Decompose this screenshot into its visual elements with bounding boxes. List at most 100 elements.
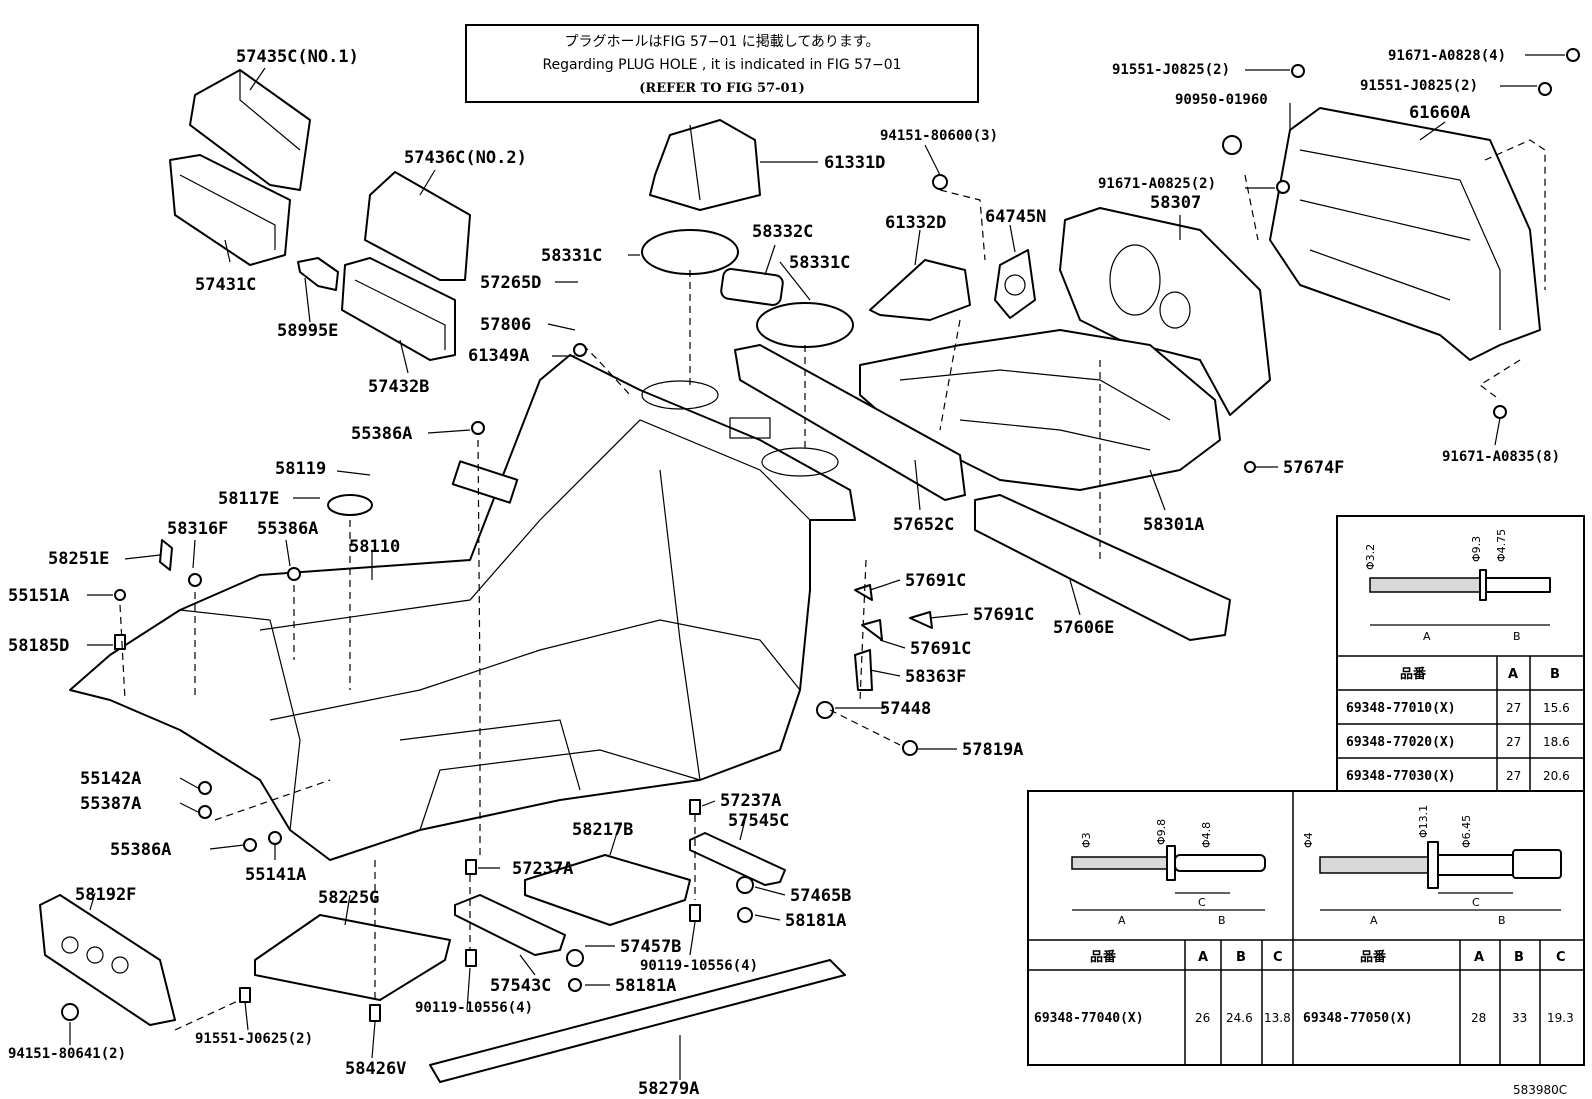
label-64745n[interactable]: 64745N <box>985 207 1046 227</box>
label-57432b[interactable]: 57432B <box>368 377 429 397</box>
t1-row1-b: 15.6 <box>1543 701 1570 715</box>
t2-left-part: 69348-77040(X) <box>1034 1011 1144 1026</box>
dim-a-3: A <box>1370 914 1378 927</box>
label-57691c-a[interactable]: 57691C <box>905 571 966 591</box>
label-55386a-a[interactable]: 55386A <box>351 424 412 444</box>
t1-header-part: 品番 <box>1400 666 1427 682</box>
label-55142a[interactable]: 55142A <box>80 769 141 789</box>
note-line-3: (REFER TO FIG 57-01) <box>639 81 805 96</box>
label-57606e[interactable]: 57606E <box>1053 618 1114 638</box>
label-58251e[interactable]: 58251E <box>48 549 109 569</box>
label-57436c[interactable]: 57436C(NO.2) <box>404 148 527 168</box>
label-57265d[interactable]: 57265D <box>480 273 541 293</box>
label-61332d[interactable]: 61332D <box>885 213 946 233</box>
label-91551-j0825-a[interactable]: 91551-J0825(2) <box>1112 62 1230 78</box>
label-55387a[interactable]: 55387A <box>80 794 141 814</box>
label-91671-a0828[interactable]: 91671-A0828(4) <box>1388 48 1506 64</box>
dim-a-1: A <box>1423 630 1431 643</box>
figure-code: 583980C <box>1513 1083 1567 1097</box>
dim-c-2: C <box>1198 896 1206 909</box>
label-57674f[interactable]: 57674F <box>1283 458 1344 478</box>
label-58181a-b[interactable]: 58181A <box>615 976 676 996</box>
label-58363f[interactable]: 58363F <box>905 667 966 687</box>
label-57435c[interactable]: 57435C(NO.1) <box>236 47 359 67</box>
t2-left-header-c: C <box>1273 950 1283 965</box>
label-55386a-b[interactable]: 55386A <box>257 519 318 539</box>
label-58225g[interactable]: 58225G <box>318 888 379 908</box>
part-57432b-drawing <box>341 257 456 361</box>
label-58119[interactable]: 58119 <box>275 459 326 479</box>
label-58316f[interactable]: 58316F <box>167 519 228 539</box>
label-57819a[interactable]: 57819A <box>962 740 1023 760</box>
t2-right-a: 28 <box>1471 1011 1486 1025</box>
label-61331d[interactable]: 61331D <box>824 153 885 173</box>
t2-left-a: 26 <box>1195 1011 1210 1025</box>
part-64745n-drawing <box>994 249 1036 319</box>
gasket-drawings <box>641 229 854 348</box>
part-58279a-drawing <box>429 959 846 1083</box>
label-57457b[interactable]: 57457B <box>620 937 681 957</box>
part-58217b-drawing <box>524 854 691 926</box>
label-58426v[interactable]: 58426V <box>345 1059 406 1079</box>
label-94151-80641[interactable]: 94151-80641(2) <box>8 1046 126 1062</box>
label-91551-j0825-b[interactable]: 91551-J0825(2) <box>1360 78 1478 94</box>
t1-header-a: A <box>1508 667 1518 682</box>
label-57448[interactable]: 57448 <box>880 699 931 719</box>
label-57806[interactable]: 57806 <box>480 315 531 335</box>
label-57691c-b[interactable]: 57691C <box>973 605 1034 625</box>
note-line-1: プラグホールはFIG 57−01 に掲載してあります。 <box>564 34 879 50</box>
label-57465b[interactable]: 57465B <box>790 886 851 906</box>
label-55151a[interactable]: 55151A <box>8 586 69 606</box>
dim-phi4: Φ4 <box>1302 832 1315 848</box>
dim-b-2: B <box>1218 914 1226 927</box>
label-58307[interactable]: 58307 <box>1150 193 1201 213</box>
label-58185d[interactable]: 58185D <box>8 636 69 656</box>
t2-right-header-b: B <box>1514 950 1524 965</box>
part-61660a-drawing <box>1222 107 1541 361</box>
label-57431c[interactable]: 57431C <box>195 275 256 295</box>
label-55386a-c[interactable]: 55386A <box>110 840 171 860</box>
label-57543c[interactable]: 57543C <box>490 976 551 996</box>
label-58331c-b[interactable]: 58331C <box>789 253 850 273</box>
label-57237a-a[interactable]: 57237A <box>720 791 781 811</box>
label-91671-a0825[interactable]: 91671-A0825(2) <box>1098 176 1216 192</box>
label-91551-j0625[interactable]: 91551-J0625(2) <box>195 1031 313 1047</box>
label-57652c[interactable]: 57652C <box>893 515 954 535</box>
label-58217b[interactable]: 58217B <box>572 820 633 840</box>
label-58279a[interactable]: 58279A <box>638 1079 699 1099</box>
label-55141a[interactable]: 55141A <box>245 865 306 885</box>
label-61349a[interactable]: 61349A <box>468 346 529 366</box>
label-58181a-a[interactable]: 58181A <box>785 911 846 931</box>
plug-hole-note: プラグホールはFIG 57−01 に掲載してあります。 Regarding PL… <box>465 24 979 103</box>
fastener-drawings <box>61 48 1580 1022</box>
label-58110[interactable]: 58110 <box>349 537 400 557</box>
t2-left-header-b: B <box>1236 950 1246 965</box>
label-57237a-b[interactable]: 57237A <box>512 859 573 879</box>
part-61331d-drawing <box>649 119 761 211</box>
label-90119-10556-a[interactable]: 90119-10556(4) <box>640 958 758 974</box>
dim-c-3: C <box>1472 896 1480 909</box>
t1-row2-b: 18.6 <box>1543 735 1570 749</box>
label-61660a[interactable]: 61660A <box>1409 103 1470 123</box>
dim-phi3: Φ3 <box>1080 832 1093 848</box>
label-57691c-c[interactable]: 57691C <box>910 639 971 659</box>
part-57436c-drawing <box>364 171 471 281</box>
label-58332c[interactable]: 58332C <box>752 222 813 242</box>
label-58995e[interactable]: 58995E <box>277 321 338 341</box>
label-91671-a0835[interactable]: 91671-A0835(8) <box>1442 449 1560 465</box>
label-58192f[interactable]: 58192F <box>75 885 136 905</box>
label-58117e[interactable]: 58117E <box>218 489 279 509</box>
t2-right-header-a: A <box>1474 950 1484 965</box>
label-90950-01960[interactable]: 90950-01960 <box>1175 92 1268 108</box>
note-line-2: Regarding PLUG HOLE , it is indicated in… <box>542 57 901 73</box>
assembly-lines <box>119 139 1546 1031</box>
part-57606e-drawing <box>974 494 1231 641</box>
t1-row1-a: 27 <box>1506 701 1521 715</box>
part-58995e-drawing <box>297 257 339 291</box>
part-58110-floor-pan-drawing <box>69 354 856 861</box>
label-90119-10556-b[interactable]: 90119-10556(4) <box>415 1000 533 1016</box>
label-58331c-a[interactable]: 58331C <box>541 246 602 266</box>
label-57545c[interactable]: 57545C <box>728 811 789 831</box>
label-58301a[interactable]: 58301A <box>1143 515 1204 535</box>
label-94151-80600[interactable]: 94151-80600(3) <box>880 128 998 144</box>
